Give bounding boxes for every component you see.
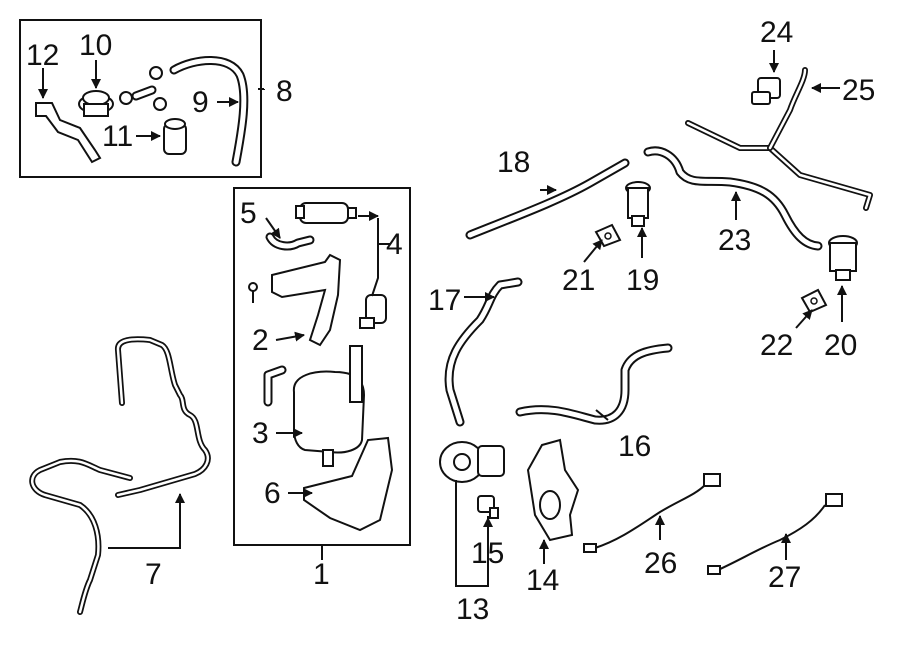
hose-9 bbox=[169, 56, 249, 167]
bracket-14 bbox=[526, 438, 580, 542]
callout-20: 20 bbox=[824, 329, 857, 362]
callout-8: 8 bbox=[276, 75, 293, 108]
bracket-6 bbox=[303, 436, 394, 532]
callout-14: 14 bbox=[526, 564, 559, 597]
callout-4: 4 bbox=[386, 228, 403, 261]
callout-2: 2 bbox=[252, 324, 269, 357]
valve-19 bbox=[625, 181, 651, 227]
callout-25: 25 bbox=[842, 74, 875, 107]
callout-17: 17 bbox=[428, 284, 461, 317]
pump-13 bbox=[439, 441, 505, 483]
reservoir-3 bbox=[292, 345, 366, 467]
callout-19: 19 bbox=[626, 264, 659, 297]
pipe-7 bbox=[29, 336, 211, 615]
group-box-upper-left bbox=[19, 19, 262, 178]
callout-21: 21 bbox=[562, 264, 595, 297]
hose-small-3 bbox=[263, 365, 287, 407]
hose-5 bbox=[265, 232, 315, 251]
callout-9: 9 bbox=[192, 86, 209, 119]
pipe-18 bbox=[465, 158, 630, 240]
callout-26: 26 bbox=[644, 547, 677, 580]
bracket-12 bbox=[35, 102, 102, 164]
pipe-23 bbox=[643, 146, 823, 251]
hose-16 bbox=[515, 343, 673, 425]
group-box-reservoir bbox=[233, 187, 411, 546]
callout-3: 3 bbox=[252, 417, 269, 450]
callout-22: 22 bbox=[760, 329, 793, 362]
filler-cap-10 bbox=[78, 90, 114, 117]
oxygen-sensor-27 bbox=[707, 493, 843, 575]
sensor-15 bbox=[477, 495, 499, 519]
callout-15: 15 bbox=[471, 537, 504, 570]
callout-27: 27 bbox=[768, 561, 801, 594]
valve-20 bbox=[828, 235, 858, 281]
gasket-22 bbox=[800, 288, 828, 314]
callout-10: 10 bbox=[79, 29, 112, 62]
callout-16: 16 bbox=[618, 430, 651, 463]
callout-24: 24 bbox=[760, 16, 793, 49]
callout-5: 5 bbox=[240, 197, 257, 230]
callout-18: 18 bbox=[497, 146, 530, 179]
callout-23: 23 bbox=[718, 224, 751, 257]
pipe-25 bbox=[685, 67, 873, 211]
leader-lines bbox=[38, 50, 847, 587]
hose-clamps bbox=[119, 66, 167, 111]
callout-13: 13 bbox=[456, 593, 489, 626]
sensor-4b bbox=[359, 294, 387, 329]
callout-12: 12 bbox=[26, 39, 59, 72]
valve-11 bbox=[163, 118, 187, 155]
bracket-2 bbox=[248, 253, 342, 347]
oxygen-sensor-26 bbox=[583, 473, 721, 553]
valve-24 bbox=[751, 77, 781, 105]
canister-4 bbox=[295, 202, 357, 224]
callout-7: 7 bbox=[145, 558, 162, 591]
callout-11: 11 bbox=[102, 120, 133, 153]
callout-1: 1 bbox=[313, 558, 330, 591]
callout-6: 6 bbox=[264, 477, 281, 510]
